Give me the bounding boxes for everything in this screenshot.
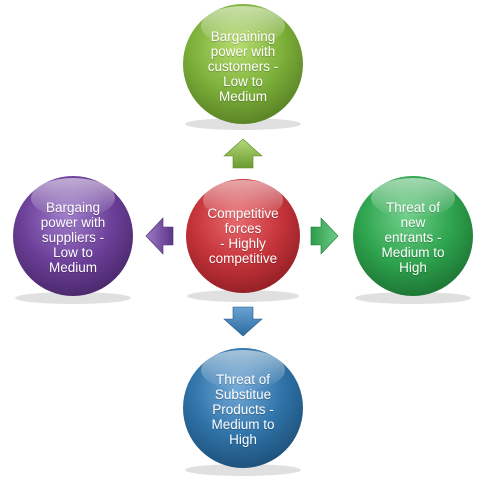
arrow-down-icon [223,306,263,337]
arrow-right-icon [310,217,339,255]
bottom-label: Threat of Substitue Products - Medium to… [211,371,275,447]
center-circle [186,179,300,293]
left-label: Bargaing power with suppliers - Low to M… [40,199,106,275]
bottom-circle [183,348,303,468]
arrow-left-icon [145,217,174,255]
arrow-up-icon [223,138,263,169]
top-label: Bargaining power with customers - Low to… [207,28,279,104]
center-label: Competitive forces - Highly competitive [207,206,279,266]
top-circle [183,4,303,124]
right-circle [353,176,473,296]
right-label: Threat of new entrants - Medium to High [381,199,445,275]
left-circle [13,176,133,296]
